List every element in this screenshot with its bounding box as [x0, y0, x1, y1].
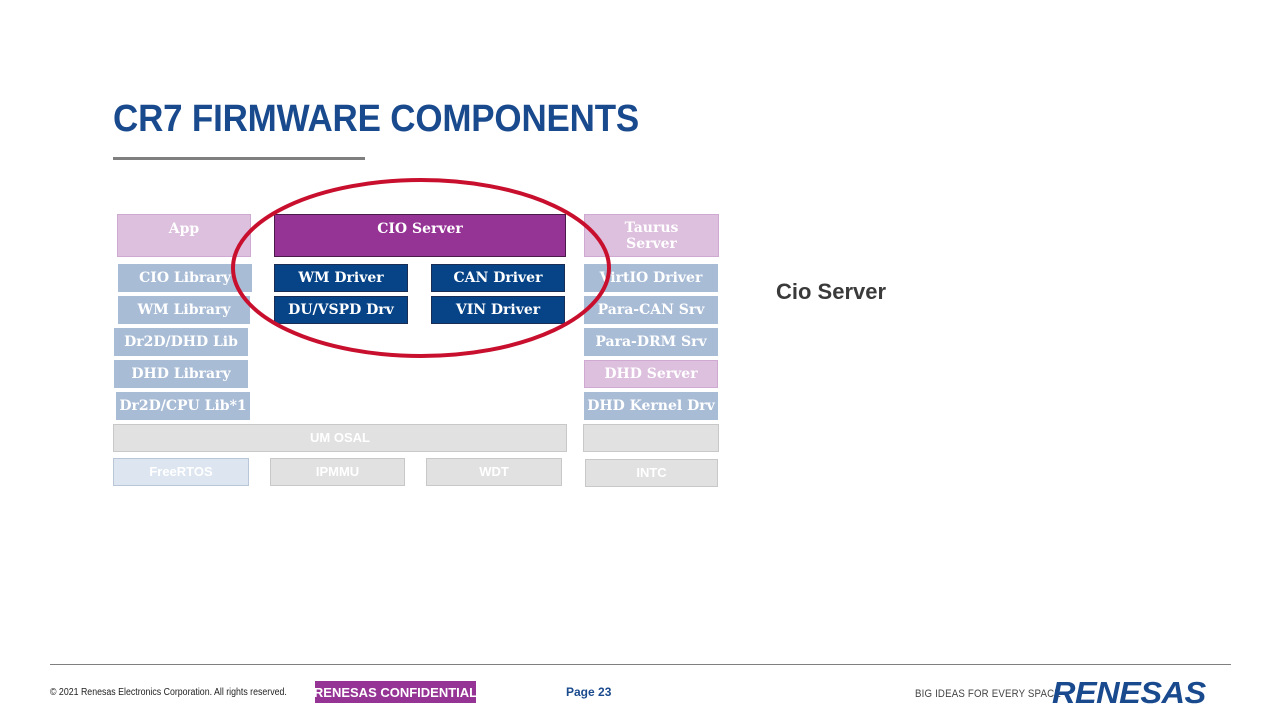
wdt-box: WDT — [426, 458, 562, 486]
ipmmu-box: IPMMU — [270, 458, 405, 486]
dhd-server-box: DHD Server — [584, 360, 718, 388]
virtio-driver-box: VirtIO Driver — [584, 264, 718, 292]
cio-library-box: CIO Library — [118, 264, 252, 292]
intc-box: INTC — [585, 459, 718, 487]
tagline: BIG IDEAS FOR EVERY SPACE — [915, 688, 1061, 700]
confidential-badge: RENESAS CONFIDENTIAL — [314, 681, 477, 703]
app-box: App — [117, 214, 251, 257]
cio-server-box: CIO Server — [274, 214, 566, 257]
freertos-box: FreeRTOS — [113, 458, 249, 486]
vin-driver-box: VIN Driver — [431, 296, 565, 324]
dr2d-cpu-lib-box: Dr2D/CPU Lib*1 — [116, 392, 250, 420]
taurus-server-box: Taurus Server — [584, 214, 719, 257]
um-osal-box: UM OSAL — [113, 424, 567, 452]
para-can-srv-box: Para-CAN Srv — [584, 296, 718, 324]
dr2d-dhd-lib-box: Dr2D/DHD Lib — [114, 328, 248, 356]
title-underline — [113, 157, 365, 160]
footer-divider — [50, 664, 1231, 665]
side-label: Cio Server — [776, 279, 887, 304]
du-vspd-drv-box: DU/VSPD Drv — [274, 296, 408, 324]
dhd-library-box: DHD Library — [114, 360, 248, 388]
copyright-text: © 2021 Renesas Electronics Corporation. … — [50, 687, 287, 698]
wm-library-box: WM Library — [118, 296, 250, 324]
can-driver-box: CAN Driver — [431, 264, 565, 292]
um-osal-right-box — [583, 424, 719, 452]
dhd-kernel-drv-box: DHD Kernel Drv — [584, 392, 718, 420]
slide-title: CR7 FIRMWARE COMPONENTS — [113, 98, 640, 140]
wm-driver-box: WM Driver — [274, 264, 408, 292]
renesas-logo: RENESAS — [1052, 675, 1206, 710]
page-number: Page 23 — [566, 685, 612, 699]
para-drm-srv-box: Para-DRM Srv — [584, 328, 718, 356]
